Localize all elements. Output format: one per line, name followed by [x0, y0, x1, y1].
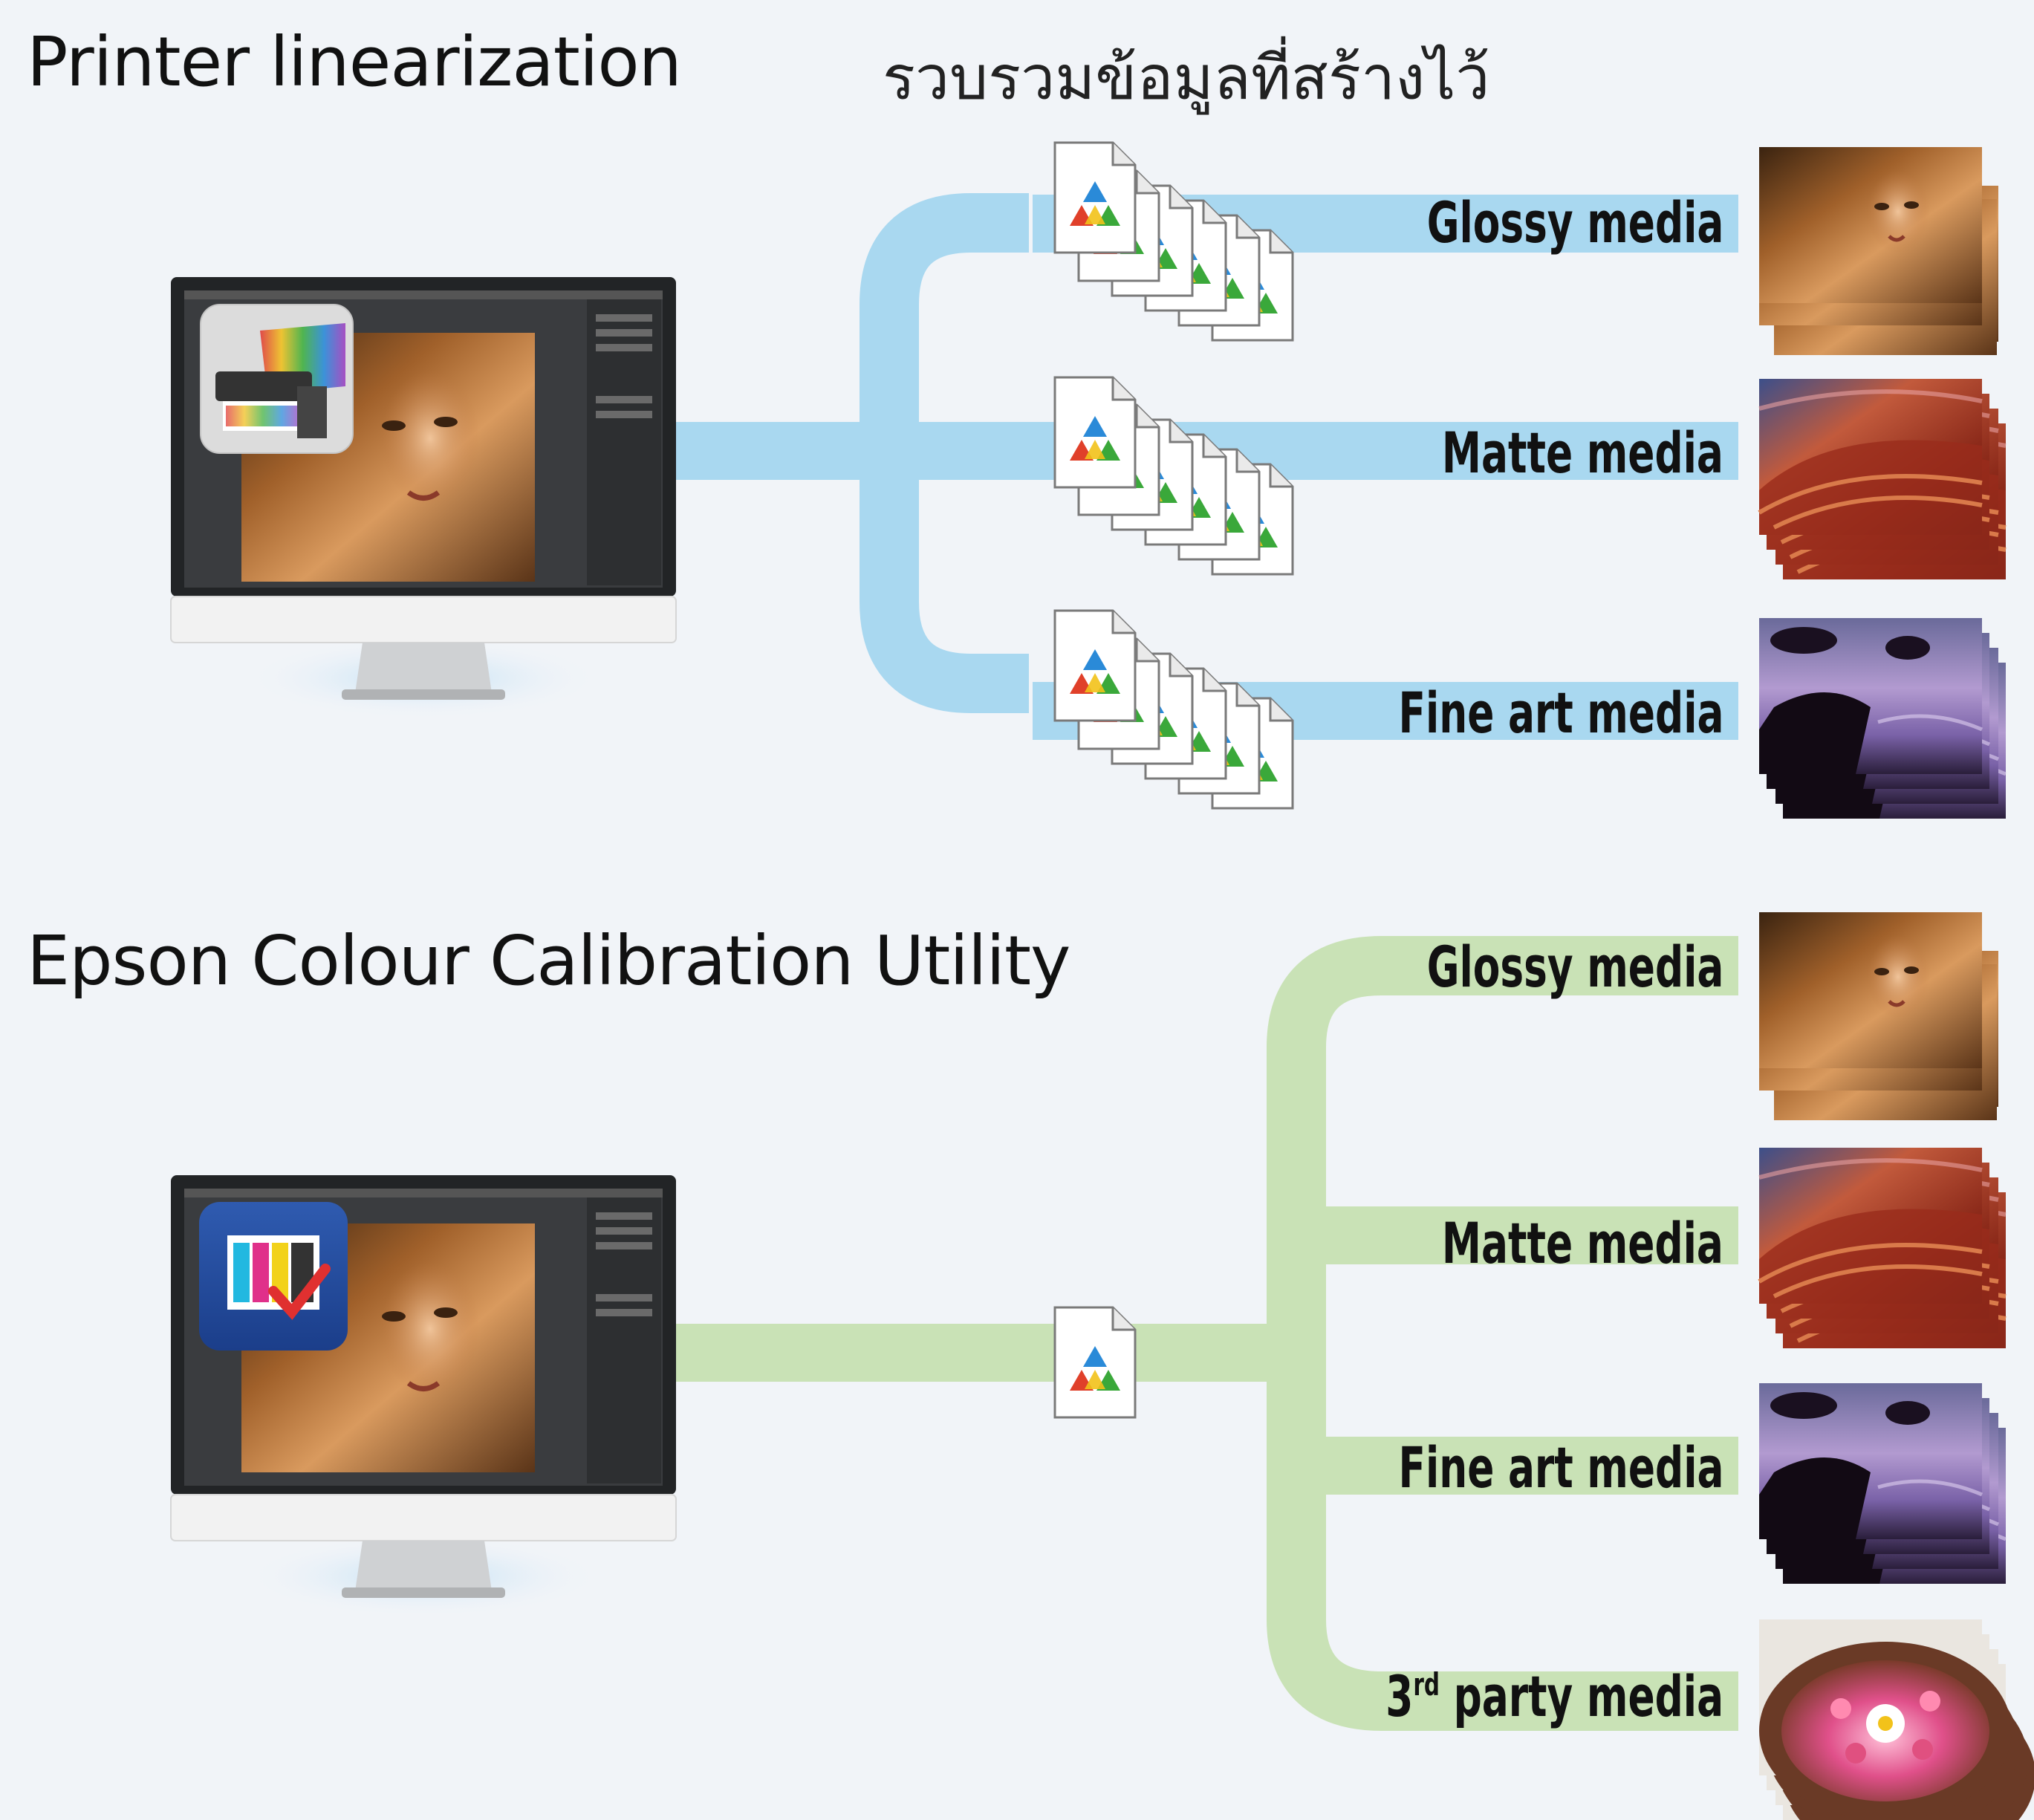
- photo-stack-glossy-top: [1759, 147, 1998, 355]
- top-monitor: [170, 276, 677, 720]
- bottom-flow-bands: [676, 936, 1738, 1731]
- bottom-label-glossy: Glossy media: [1426, 934, 1723, 1000]
- top-label-fineart: Fine art media: [1398, 680, 1723, 746]
- icc-profile-file-icon: [1053, 1306, 1137, 1419]
- thirdparty-suffix: rd: [1413, 1666, 1440, 1703]
- photo-stack-glossy-bottom: [1759, 912, 1998, 1120]
- photo-stack-matte-top: [1759, 379, 2006, 579]
- photo-stack-fineart-bottom: [1759, 1383, 2006, 1584]
- bottom-section-title: Epson Colour Calibration Utility: [27, 921, 1070, 1001]
- profile-stack-matte: [1053, 376, 1294, 576]
- profile-stack-glossy: [1053, 141, 1294, 342]
- epson-color-calibration-app-icon: [199, 1202, 348, 1351]
- photo-stack-fineart-top: [1759, 618, 2006, 819]
- photo-stack-matte-bottom: [1759, 1148, 2006, 1348]
- printer-linearization-app-icon: [200, 304, 354, 454]
- top-section-title: Printer linearization: [27, 22, 682, 102]
- bottom-label-fineart: Fine art media: [1398, 1434, 1723, 1501]
- bottom-label-matte: Matte media: [1442, 1210, 1723, 1276]
- top-label-glossy: Glossy media: [1426, 189, 1723, 256]
- thirdparty-rest: party media: [1439, 1663, 1723, 1729]
- thirdparty-number: 3: [1385, 1663, 1414, 1729]
- top-label-matte: Matte media: [1442, 420, 1723, 486]
- photo-stack-thirdparty-bottom: [1759, 1619, 2034, 1820]
- top-section-subtitle: รวบรวมข้อมูลที่สร้างไว้: [883, 43, 1490, 114]
- profile-stack-fineart: [1053, 609, 1294, 810]
- bottom-label-thirdparty: 3rd party media: [1385, 1668, 1723, 1725]
